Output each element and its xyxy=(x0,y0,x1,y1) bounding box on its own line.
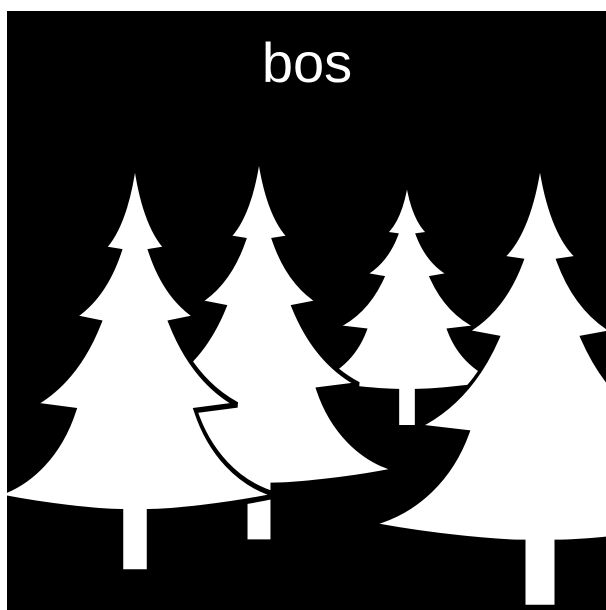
forest-icon xyxy=(7,11,606,610)
pictogram-label: bos xyxy=(261,31,353,94)
pictogram-card: bos xyxy=(7,11,606,610)
